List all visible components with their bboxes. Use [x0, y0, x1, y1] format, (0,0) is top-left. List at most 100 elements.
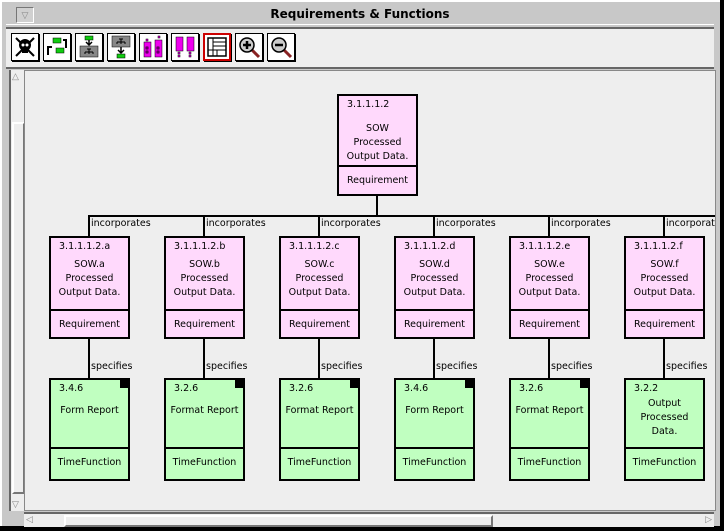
specifies-label: specifies	[206, 361, 248, 372]
node-number: 3.1.1.1.2.b	[174, 241, 226, 252]
node-name: Form Report	[405, 405, 464, 416]
specifies-label: specifies	[436, 361, 478, 372]
specifies-connector	[318, 338, 320, 379]
node-type: Requirement	[288, 319, 351, 330]
hide-attributes-button[interactable]	[171, 33, 199, 61]
window-title: Requirements & Functions	[270, 7, 450, 21]
horizontal-scroll-thumb[interactable]	[64, 515, 493, 527]
node-type: TimeFunction	[57, 457, 122, 468]
specifies-connector	[203, 338, 205, 379]
node-type: TimeFunction	[517, 457, 582, 468]
node-divider	[396, 309, 473, 311]
incorporates-bus-line	[88, 215, 715, 217]
node-number: 3.1.1.1.2.f	[634, 241, 683, 252]
vertical-scrollbar[interactable]: △ ▽	[9, 70, 26, 511]
specifies-label: specifies	[321, 361, 363, 372]
attribute-boxes-icon	[143, 35, 163, 58]
layout-view-button[interactable]	[203, 33, 231, 61]
rearrange-button[interactable]	[43, 33, 71, 61]
node-number: 3.1.1.1.2.d	[404, 241, 456, 252]
node-number: 3.4.6	[404, 383, 429, 394]
node-divider	[626, 309, 703, 311]
node-name: Format Report	[285, 405, 354, 416]
zoom-out-button[interactable]	[267, 33, 295, 61]
incorporates-label: incorporates	[206, 218, 266, 229]
node-number: 3.2.6	[289, 383, 314, 394]
incorporates-label: incorporates	[436, 218, 496, 229]
scroll-up-arrow-icon[interactable]: △	[12, 71, 19, 81]
scroll-left-arrow-icon[interactable]: ◁	[26, 514, 33, 524]
flag-marker-icon	[235, 380, 243, 388]
horizontal-scrollbar[interactable]: ◁ ▷	[24, 512, 714, 527]
flag-marker-icon	[465, 380, 473, 388]
node-type: Requirement	[58, 319, 121, 330]
node-name: Form Report	[60, 405, 119, 416]
incorporates-label: incorporates	[91, 218, 151, 229]
node-number: 3.1.1.1.2.a	[59, 241, 111, 252]
specifies-label: specifies	[551, 361, 593, 372]
incorporates-connector	[88, 216, 90, 237]
node-type: Requirement	[518, 319, 581, 330]
incorporates-connector	[433, 216, 435, 237]
node-type: Requirement	[633, 319, 696, 330]
incorporates-connector	[548, 216, 550, 237]
show-attributes-button[interactable]	[139, 33, 167, 61]
zoom-out-icon	[271, 37, 293, 59]
node-number: 3.2.6	[174, 383, 199, 394]
expand-children-button[interactable]	[75, 33, 103, 61]
zoom-in-icon	[239, 37, 261, 59]
flag-marker-icon	[580, 380, 588, 388]
incorporates-label: incorporates	[551, 218, 611, 229]
specifies-connector	[548, 338, 550, 379]
window-menu-button[interactable]: ▽	[16, 7, 34, 23]
specifies-connector	[88, 338, 90, 379]
node-divider	[511, 447, 588, 449]
incorporates-connector	[663, 216, 665, 237]
plain-boxes-icon	[175, 36, 195, 58]
node-divider	[396, 447, 473, 449]
node-divider	[281, 447, 358, 449]
node-divider	[281, 309, 358, 311]
incorporates-connector	[203, 216, 205, 237]
incorporates-connector	[318, 216, 320, 237]
zoom-in-button[interactable]	[235, 33, 263, 61]
scroll-down-arrow-icon[interactable]: ▽	[12, 499, 19, 509]
scroll-right-arrow-icon[interactable]: ▷	[705, 514, 712, 524]
delete-button[interactable]	[11, 33, 39, 61]
node-type: TimeFunction	[402, 457, 467, 468]
node-type: TimeFunction	[632, 457, 697, 468]
node-type: Requirement	[403, 319, 466, 330]
specifies-label: specifies	[666, 361, 708, 372]
node-name: Format Report	[170, 405, 239, 416]
node-divider	[166, 309, 243, 311]
tree-up-icon	[111, 35, 131, 59]
title-bar: ▽ Requirements & Functions	[6, 4, 714, 25]
node-divider	[51, 447, 128, 449]
node-number: 3.1.1.1.2.c	[289, 241, 340, 252]
node-number: 3.2.6	[519, 383, 544, 394]
collapse-to-parent-button[interactable]	[107, 33, 135, 61]
rearrange-arrows-icon	[47, 37, 67, 55]
incorporates-label: incorporates	[666, 218, 715, 229]
